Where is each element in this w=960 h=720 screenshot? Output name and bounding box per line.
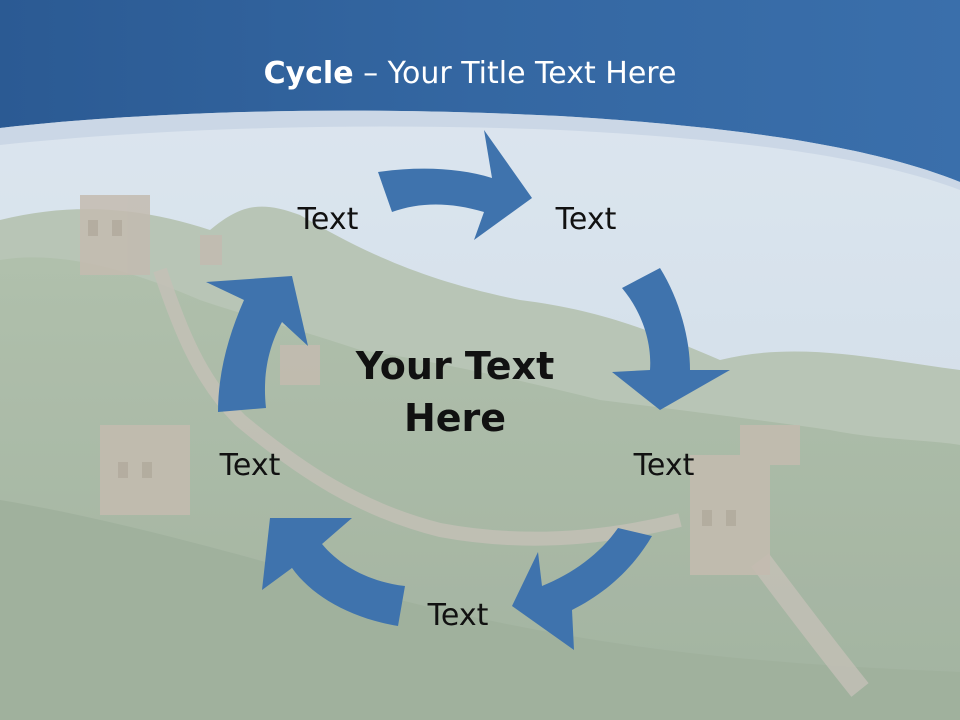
curved-arrow-icon (512, 528, 652, 650)
curved-arrow-icon (378, 130, 532, 240)
slide-title: Cycle – Your Title Text Here (0, 54, 940, 94)
center-text-line2: Here (403, 396, 507, 440)
curved-arrow-icon (262, 518, 405, 626)
slide-title-bold: Cycle (263, 56, 354, 91)
cycle-node-label: Text (427, 598, 489, 633)
slide-title-rest: – Your Title Text Here (353, 56, 677, 91)
cycle-node-label: Text (633, 448, 695, 483)
cycle-node-label: Text (297, 202, 359, 237)
curved-arrow-icon (612, 268, 730, 410)
center-text-line1: Your Text (355, 344, 555, 388)
center-text: Your Text Here (330, 340, 580, 444)
cycle-node-label: Text (555, 202, 617, 237)
cycle-node-label: Text (219, 448, 281, 483)
curved-arrow-icon (206, 276, 308, 412)
